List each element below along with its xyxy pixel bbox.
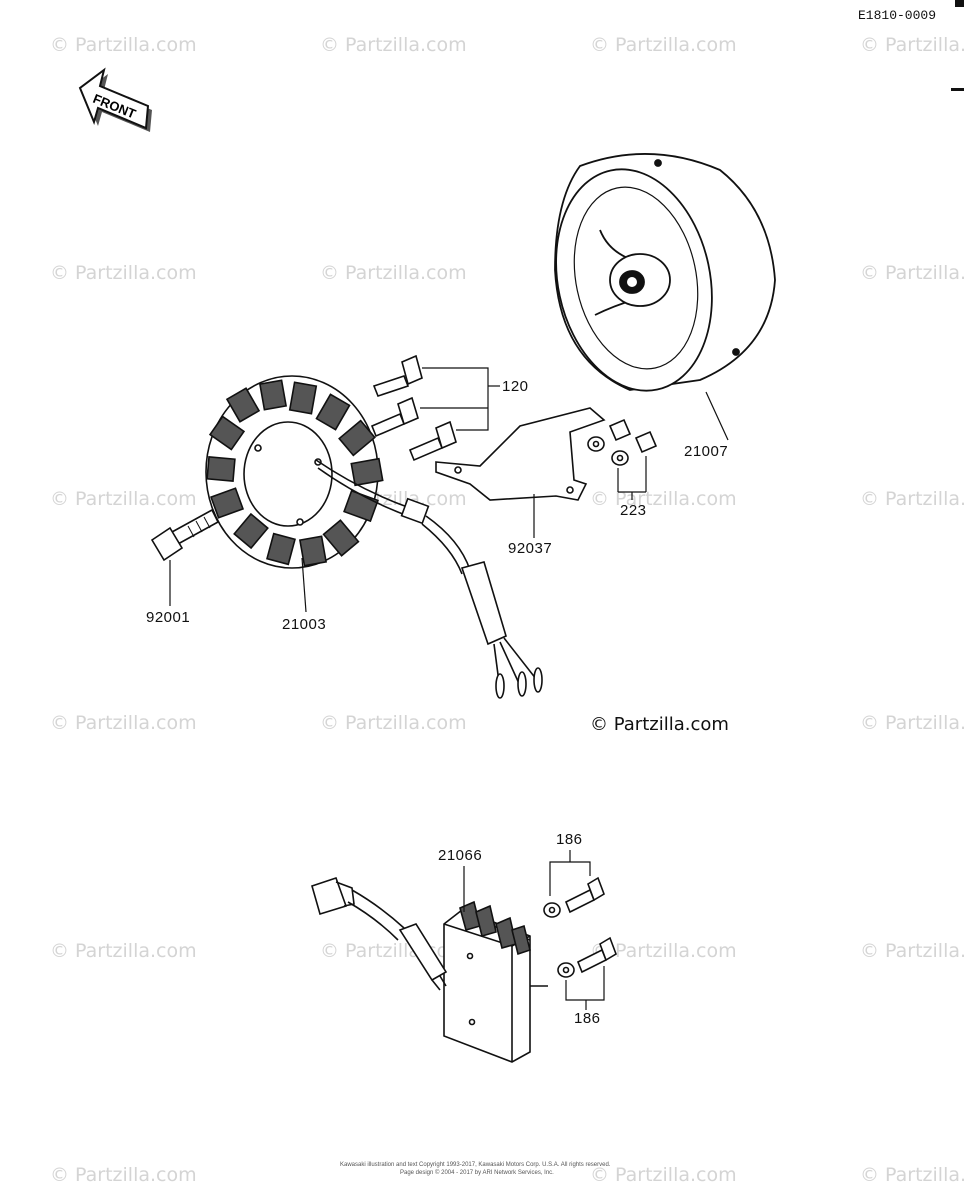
bracket-92037 <box>435 407 606 501</box>
watermark: © Partzilla.com <box>320 34 467 56</box>
part-number-21007: 21007 <box>684 443 729 460</box>
part-number-223: 223 <box>620 502 647 519</box>
regulator-rectifier <box>443 900 548 1063</box>
watermark: © Partzilla.com <box>50 1164 197 1186</box>
watermark: © Partzilla.com <box>860 940 964 962</box>
watermark: © Partzilla.com <box>50 262 197 284</box>
screws-washers-223 <box>587 418 658 466</box>
watermark: © Partzilla.com <box>320 712 467 734</box>
edge-mark <box>951 88 964 91</box>
diagram-code: E1810-0009 <box>857 8 936 23</box>
watermark: © Partzilla.com <box>860 1164 964 1186</box>
watermark: © Partzilla.com <box>590 940 737 962</box>
watermark: © Partzilla.com <box>50 488 197 510</box>
watermark: © Partzilla.com <box>860 712 964 734</box>
regulator-wire-harness <box>311 876 448 991</box>
watermark: © Partzilla.com <box>590 488 737 510</box>
watermark: © Partzilla.com <box>590 34 737 56</box>
part-number-21066: 21066 <box>438 847 483 864</box>
watermark: © Partzilla.com <box>860 488 964 510</box>
leader-223 <box>617 456 647 500</box>
bolt-92001 <box>150 508 220 562</box>
part-number-92001: 92001 <box>146 609 191 626</box>
part-number-21003: 21003 <box>282 616 327 633</box>
part-number-120: 120 <box>502 378 529 395</box>
watermark: © Partzilla.com <box>50 34 197 56</box>
legal-text-line-1: Kawasaki illustration and text Copyright… <box>340 1162 611 1168</box>
stator-coil <box>205 375 384 569</box>
edge-mark <box>955 0 964 7</box>
watermark: © Partzilla.com <box>320 262 467 284</box>
watermark: © Partzilla.com <box>50 940 197 962</box>
part-number-186-bottom: 186 <box>574 1010 601 1027</box>
flywheel-rotor <box>554 153 776 392</box>
stator-wire-harness <box>315 459 543 699</box>
watermark: © Partzilla.com <box>860 34 964 56</box>
screws-washers-186 <box>543 876 617 978</box>
leader-186 <box>549 850 605 1010</box>
watermark: © Partzilla.com <box>50 712 197 734</box>
part-number-186-top: 186 <box>556 831 583 848</box>
part-number-92037: 92037 <box>508 540 553 557</box>
watermark: © Partzilla.com <box>590 1164 737 1186</box>
partzilla-copyright: © Partzilla.com <box>590 714 729 735</box>
legal-text-line-2: Page design © 2004 - 2017 by ARI Network… <box>400 1170 554 1176</box>
leader-120 <box>420 367 500 431</box>
watermark: © Partzilla.com <box>860 262 964 284</box>
screws-120 <box>370 354 457 462</box>
front-arrow-icon: FRONT <box>78 67 152 132</box>
